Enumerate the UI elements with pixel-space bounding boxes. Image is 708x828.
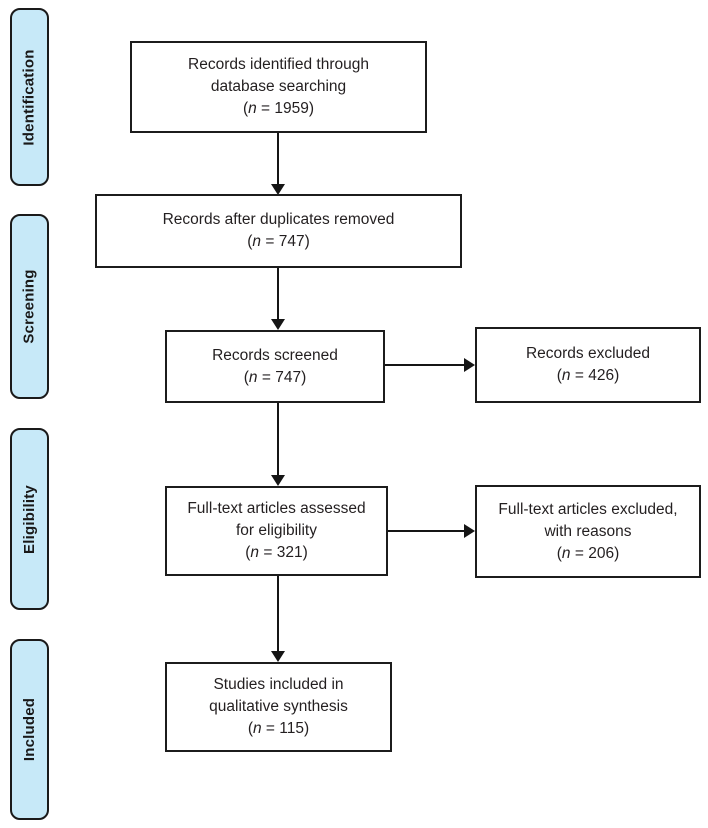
flow-box-records-screened: Records screened (n = 747): [165, 330, 385, 403]
arrow-line: [385, 364, 464, 366]
arrow-line: [277, 268, 279, 319]
arrow-right-icon: [464, 358, 475, 372]
flow-box-fulltext-excluded: Full-text articles excluded, with reason…: [475, 485, 701, 578]
arrow-line: [388, 530, 464, 532]
arrow-down-icon: [271, 184, 285, 195]
flow-box-duplicates-removed: Records after duplicates removed (n = 74…: [95, 194, 462, 268]
stage-included-label: Included: [21, 697, 38, 762]
flow-box-records-identified: Records identified through database sear…: [130, 41, 427, 133]
box-n-line: (n = 206): [556, 544, 620, 562]
box-text-line: Studies included in: [213, 676, 344, 693]
stage-eligibility: Eligibility: [10, 428, 49, 610]
stage-eligibility-label: Eligibility: [21, 484, 38, 554]
box-n-line: (n = 747): [243, 368, 307, 386]
arrow-line: [277, 576, 279, 651]
flow-box-records-excluded: Records excluded (n = 426): [475, 327, 701, 403]
flow-box-fulltext-assessed: Full-text articles assessed for eligibil…: [165, 486, 388, 576]
arrow-down-icon: [271, 475, 285, 486]
box-n-line: (n = 321): [245, 544, 308, 561]
stage-screening-label: Screening: [21, 269, 39, 344]
arrow-line: [277, 133, 279, 184]
arrow-right-icon: [464, 524, 475, 538]
stage-identification: Identification: [10, 8, 49, 186]
box-text-line: Records screened: [212, 346, 338, 364]
arrow-line: [277, 403, 279, 475]
stage-screening: Screening: [10, 214, 49, 399]
arrow-down-icon: [271, 651, 285, 662]
stage-identification-label: Identification: [21, 48, 39, 146]
box-text-line: with reasons: [544, 522, 632, 540]
box-text-line: Records after duplicates removed: [162, 211, 395, 228]
box-n-line: (n = 1959): [242, 100, 315, 117]
box-text-line: Records excluded: [525, 345, 651, 362]
box-text-line: Full-text articles excluded,: [498, 500, 678, 518]
box-text-line: qualitative synthesis: [209, 698, 348, 715]
box-n-line: (n = 747): [247, 233, 310, 250]
box-n-line: (n = 426): [556, 367, 620, 384]
box-text-line: Full-text articles assessed: [187, 500, 366, 517]
box-text-line: for eligibility: [236, 522, 317, 539]
box-text-line: database searching: [210, 78, 347, 95]
stage-included: Included: [10, 639, 49, 820]
box-text-line: Records identified through: [188, 56, 369, 73]
flow-box-studies-included: Studies included in qualitative synthesi…: [165, 662, 392, 752]
box-n-line: (n = 115): [247, 720, 310, 737]
arrow-down-icon: [271, 319, 285, 330]
